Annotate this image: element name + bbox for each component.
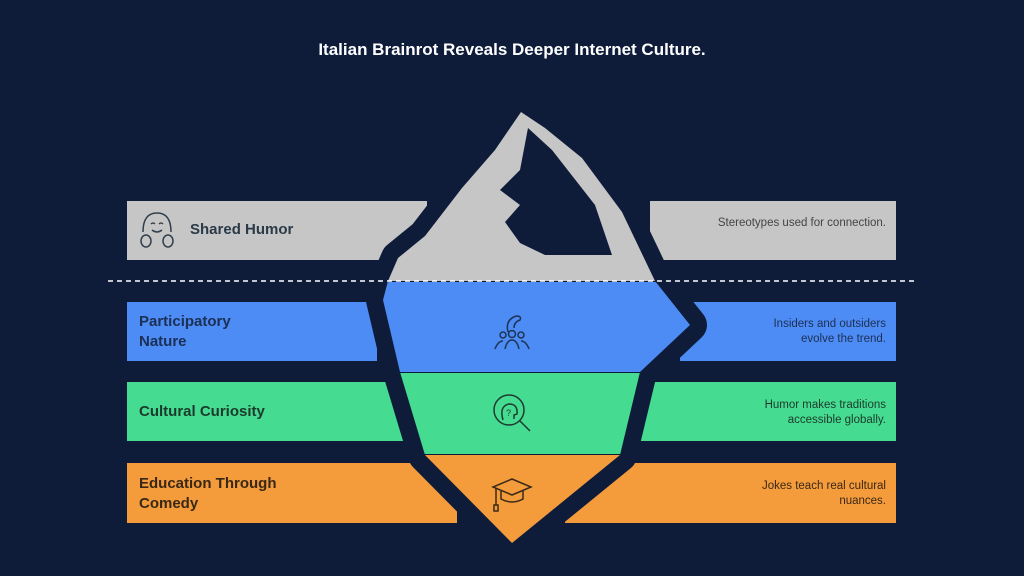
- smiling-face-hands-icon: [140, 212, 174, 248]
- iceberg-shadow: [500, 128, 612, 255]
- svg-text:?: ?: [506, 408, 511, 418]
- layer-label-education-through-comedy: Education Through Comedy: [139, 475, 277, 512]
- participatory-bar-right: [680, 302, 896, 361]
- layer-label-participatory-nature: Participatory Nature: [139, 313, 231, 350]
- education-bar-left: [127, 463, 457, 523]
- iceberg-layer-blue: [383, 282, 690, 372]
- layer-description-cultural-curiosity: Humor makes traditions accessible global…: [764, 399, 886, 426]
- shared-humor-bar-right: [650, 201, 896, 260]
- graduation-cap-icon: [491, 478, 533, 512]
- layer-description-participatory-nature: Insiders and outsiders evolve the trend.: [773, 318, 886, 345]
- curiosity-bar-left: [127, 382, 407, 441]
- layer-description-shared-humor: Stereotypes used for connection.: [717, 217, 886, 229]
- group-people-icon: [494, 315, 530, 350]
- participatory-bar-left: [127, 302, 377, 361]
- layer-label-cultural-curiosity: Cultural Curiosity: [139, 403, 265, 420]
- layer-description-education-through-comedy: Jokes teach real cultural nuances.: [761, 480, 886, 507]
- shared-humor-bar-left: [127, 201, 427, 260]
- diagram-title: Italian Brainrot Reveals Deeper Internet…: [318, 40, 706, 59]
- curiosity-bar-right: [625, 382, 896, 441]
- head-magnifier-icon: ?: [493, 394, 531, 432]
- layer-label-shared-humor: Shared Humor: [190, 221, 294, 238]
